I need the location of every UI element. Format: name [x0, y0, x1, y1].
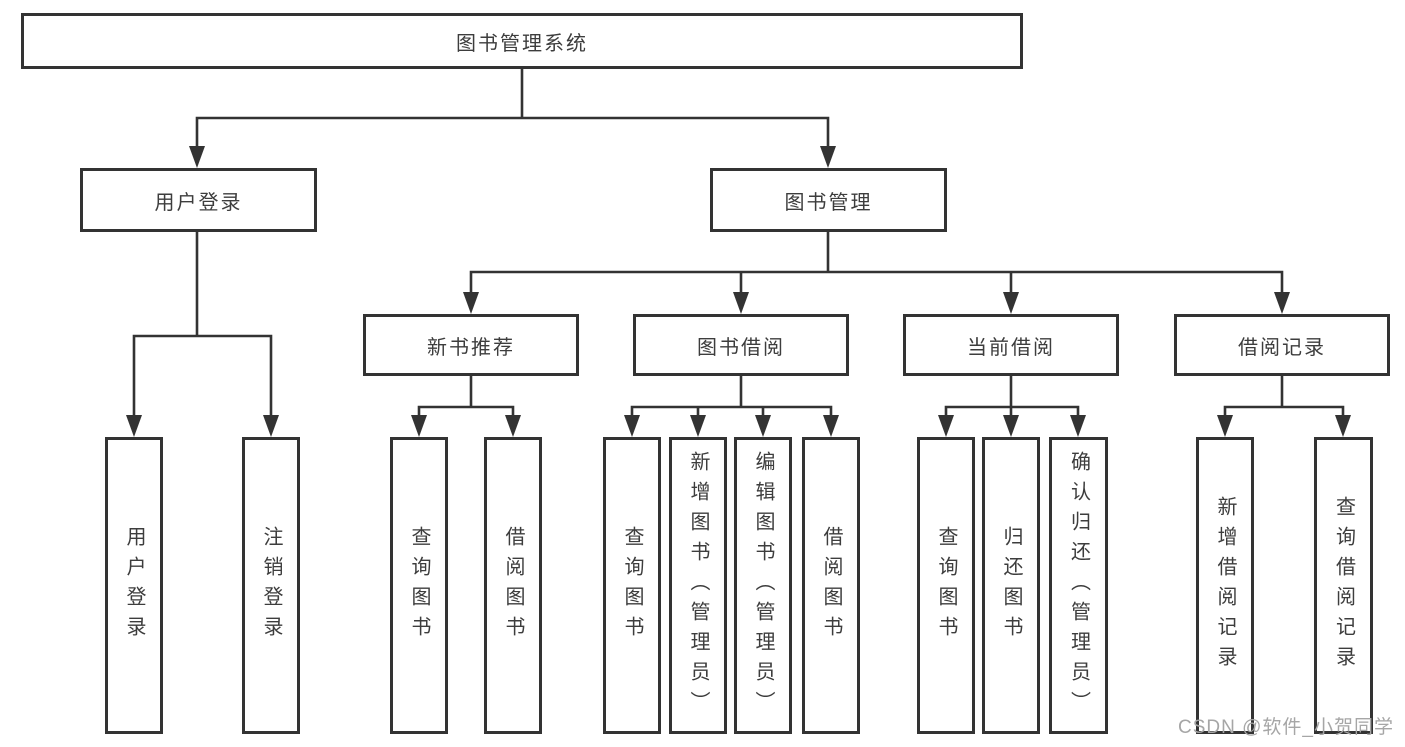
leaf-add-books-admin: 新增图书（管理员） — [669, 437, 727, 734]
node-book-borrow: 图书借阅 — [633, 314, 849, 376]
node-current-borrow: 当前借阅 — [903, 314, 1119, 376]
node-borrow-records: 借阅记录 — [1174, 314, 1390, 376]
leaf-borrow-query-books: 查询图书 — [603, 437, 661, 734]
node-user-login: 用户登录 — [80, 168, 317, 232]
leaf-recommend-borrow-books: 借阅图书 — [484, 437, 542, 734]
watermark: CSDN @软件_小贺同学 — [1178, 717, 1394, 738]
leaf-edit-books-admin: 编辑图书（管理员） — [734, 437, 792, 734]
leaf-logout: 注销登录 — [242, 437, 300, 734]
leaf-borrow-books: 借阅图书 — [802, 437, 860, 734]
node-new-book-recommend: 新书推荐 — [363, 314, 579, 376]
leaf-user-login: 用户登录 — [105, 437, 163, 734]
leaf-return-books: 归还图书 — [982, 437, 1040, 734]
leaf-query-borrow-record: 查询借阅记录 — [1314, 437, 1373, 734]
leaf-confirm-return-admin: 确认归还（管理员） — [1049, 437, 1108, 734]
leaf-recommend-query-books: 查询图书 — [390, 437, 448, 734]
node-root-system: 图书管理系统 — [21, 13, 1023, 69]
node-book-management: 图书管理 — [710, 168, 947, 232]
leaf-current-query-books: 查询图书 — [917, 437, 975, 734]
leaf-add-borrow-record: 新增借阅记录 — [1196, 437, 1254, 734]
